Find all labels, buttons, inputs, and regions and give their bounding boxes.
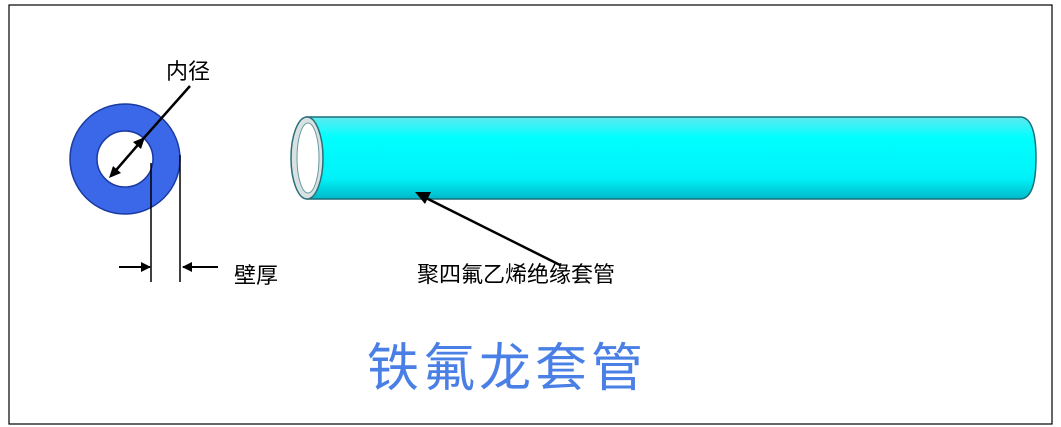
- inner-diameter-label: 内径: [166, 60, 211, 85]
- wall-thickness-label: 壁厚: [234, 264, 279, 289]
- tube: [290, 116, 1037, 200]
- inner-diameter-arrow-end: [133, 137, 145, 149]
- sleeve-pointer-line: [421, 194, 561, 267]
- sleeve-pointer-arrowhead: [415, 192, 431, 204]
- inner-diameter-leader: [142, 85, 191, 140]
- diagram-title: 铁氟龙套管: [367, 339, 648, 399]
- sleeve-label: 聚四氟乙烯绝缘套管: [417, 263, 616, 288]
- wall-thickness-dimension: [119, 155, 218, 282]
- frame: [8, 4, 1053, 425]
- tube-body: [306, 116, 1037, 200]
- tube-end-opening: [296, 122, 320, 194]
- cross-section: [69, 85, 191, 215]
- inner-diameter-arrow-start: [109, 166, 121, 178]
